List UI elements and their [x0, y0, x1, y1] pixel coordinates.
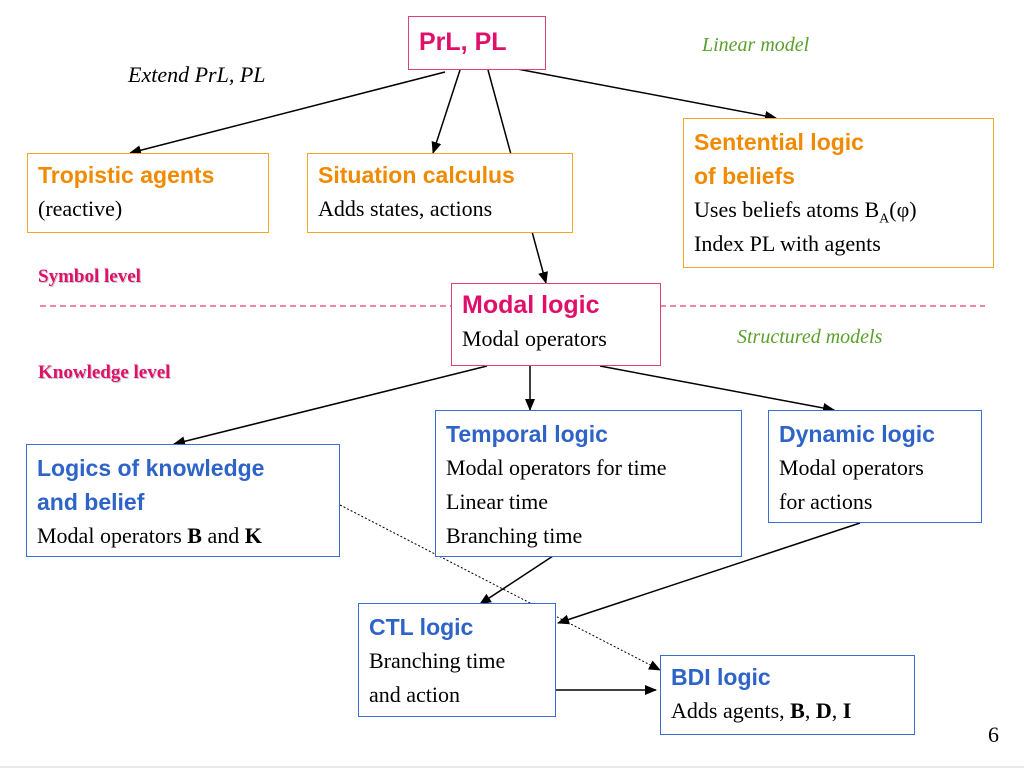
sentential-logic-box: Sentential logic of beliefs Uses beliefs… [683, 118, 994, 268]
knowledge-belief-and: and [201, 523, 245, 548]
ctl-logic-box: CTL logic Branching time and action [358, 603, 556, 717]
bdi-logic-desc: Adds agents, B, D, I [671, 694, 904, 728]
tropistic-agents-box: Tropistic agents (reactive) [27, 153, 269, 233]
modal-logic-title: Modal logic [462, 291, 600, 319]
temporal-logic-desc-line3: Branching time [446, 523, 583, 548]
arrow-prl-to-sentential [511, 67, 777, 121]
dynamic-logic-desc-line2: for actions [779, 489, 873, 514]
modal-logic-box: Modal logic Modal operators [451, 283, 661, 366]
situation-calculus-title: Situation calculus [318, 162, 515, 188]
linear-model-annotation: Linear model [702, 34, 810, 56]
knowledge-belief-desc: Modal operators B and K [37, 519, 329, 553]
bdi-sep-2: , [831, 698, 843, 723]
ctl-logic-desc-line1: Branching time [369, 648, 506, 673]
operator-b-bdi: B [790, 698, 805, 723]
knowledge-belief-title-line1: Logics of knowledge [37, 455, 265, 481]
sentential-atoms-subscript: A [879, 211, 890, 227]
temporal-logic-desc-line2: Linear time [446, 489, 549, 514]
temporal-logic-title: Temporal logic [446, 421, 608, 447]
temporal-logic-box: Temporal logic Modal operators for time … [435, 410, 742, 557]
operator-d: D [815, 698, 832, 723]
sentential-logic-desc-line1: Uses beliefs atoms BA(φ) [694, 193, 983, 227]
operator-i: I [842, 698, 852, 723]
prl-pl-title: PrL, PL [419, 28, 507, 56]
dynamic-logic-box: Dynamic logic Modal operators for action… [768, 410, 982, 523]
situation-calculus-desc: Adds states, actions [318, 196, 493, 221]
bdi-logic-desc-text: Adds agents, [671, 698, 791, 723]
bdi-logic-title: BDI logic [671, 664, 771, 690]
knowledge-belief-box: Logics of knowledge and belief Modal ope… [26, 444, 340, 557]
modal-logic-desc: Modal operators [462, 326, 607, 351]
prl-pl-box: PrL, PL [408, 16, 546, 70]
situation-calculus-box: Situation calculus Adds states, actions [307, 153, 573, 233]
knowledge-level-label: Knowledge level [38, 362, 171, 383]
sentential-atoms-phi: (φ) [889, 197, 917, 222]
page-number: 6 [988, 722, 999, 747]
sentential-logic-title-line1: Sentential logic [694, 129, 864, 155]
tropistic-agents-desc: (reactive) [38, 196, 123, 221]
symbol-level-label: Symbol level [38, 266, 141, 287]
operator-k: K [244, 523, 262, 548]
bottom-rule [0, 766, 1024, 768]
arrow-modal-to-dynamic [599, 365, 835, 413]
bdi-logic-box: BDI logic Adds agents, B, D, I [660, 655, 915, 735]
knowledge-belief-desc-text: Modal operators [37, 523, 188, 548]
dynamic-logic-desc-line1: Modal operators [779, 455, 924, 480]
dynamic-logic-title: Dynamic logic [779, 421, 935, 447]
ctl-logic-title: CTL logic [369, 614, 474, 640]
knowledge-belief-title-line2: and belief [37, 489, 145, 515]
arrow-dynamic-to-ctl [557, 522, 861, 625]
arrow-temporal-to-ctl [479, 555, 554, 605]
bdi-sep-1: , [804, 698, 816, 723]
sentential-atoms-text: Uses beliefs atoms B [694, 197, 880, 222]
sentential-logic-desc-line2: Index PL with agents [694, 231, 881, 256]
structured-models-annotation: Structured models [737, 326, 883, 348]
sentential-logic-title-line2: of beliefs [694, 163, 795, 189]
operator-b: B [187, 523, 202, 548]
arrow-prl-to-tropistic [129, 71, 446, 156]
tropistic-agents-title: Tropistic agents [38, 162, 215, 188]
extend-annotation: Extend PrL, PL [128, 62, 266, 87]
temporal-logic-desc-line1: Modal operators for time [446, 455, 667, 480]
arrow-modal-to-knowledge [173, 365, 488, 447]
arrow-prl-to-situation [431, 69, 461, 154]
dotted-arrow-knowledge-to-bdi [339, 504, 661, 671]
ctl-logic-desc-line2: and action [369, 682, 461, 707]
